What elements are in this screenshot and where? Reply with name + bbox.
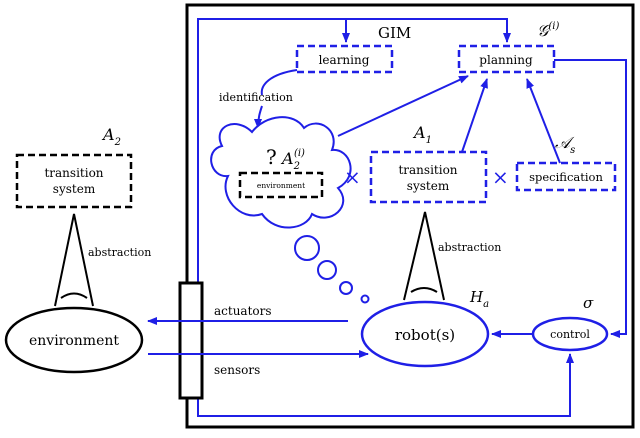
thought-bubble-4 [360,294,370,304]
robot-abstraction-label: abstraction [438,241,501,254]
planning-box [457,44,556,74]
specification-box [515,161,617,192]
sigma-symbol: σ [583,294,594,312]
times-symbol-1: × [344,165,361,189]
a1-symbol: A1 [412,123,432,146]
a2-transition-line1: transition [44,166,103,180]
a1-transition-system-box [369,150,488,204]
planning-to-control-line [554,59,627,338]
cloud-to-planning-arrow [337,75,469,137]
as-symbol: 𝒜s [555,133,575,156]
robot-abstraction-arc [410,287,438,293]
robot-abstraction-cone [403,211,445,301]
a2-symbol: A2 [101,125,121,148]
top-feedback-line [197,18,511,285]
cloud-environment-label: environment [257,181,305,190]
a2-transition-system-box [15,153,133,209]
a2i-symbol: A2(i) [280,148,305,172]
thought-cloud [210,116,352,229]
environment-ellipse [4,306,144,374]
bottom-feedback-line [197,353,574,417]
system-frame [185,3,635,429]
thought-bubble-3 [339,281,353,295]
interface-bar [178,281,204,400]
learning-box [295,44,394,74]
gim-label: GIM [378,24,411,42]
question-mark: ? [266,145,277,169]
sensors-label: sensors [214,363,260,377]
planning-label: planning [479,53,533,67]
learning-label: learning [319,53,370,67]
a1-to-planning-arrow [461,78,488,153]
thought-bubble-1 [294,235,320,261]
robot-label: robot(s) [395,326,455,344]
specification-label: specification [529,170,603,184]
actuators-label: actuators [214,304,272,318]
env-abstraction-cone [54,213,94,307]
env-abstraction-label: abstraction [88,246,151,259]
a2-transition-line2: system [53,182,96,196]
a1-transition-line2: system [407,179,450,193]
spec-to-planning-arrow [526,78,561,164]
env-abstraction-arc [60,292,88,299]
identification-arc-top [260,69,298,96]
thought-bubble-2 [317,260,337,280]
times-symbol-2: × [492,165,509,189]
robot-ellipse [360,300,490,368]
ha-symbol: Ha [469,288,489,310]
control-label: control [550,328,590,341]
cloud-environment-box [238,171,324,199]
a1-transition-line1: transition [398,163,457,177]
g-symbol: 𝒢(i) [537,21,560,40]
identification-label: identification [219,91,293,104]
environment-label: environment [29,333,119,349]
